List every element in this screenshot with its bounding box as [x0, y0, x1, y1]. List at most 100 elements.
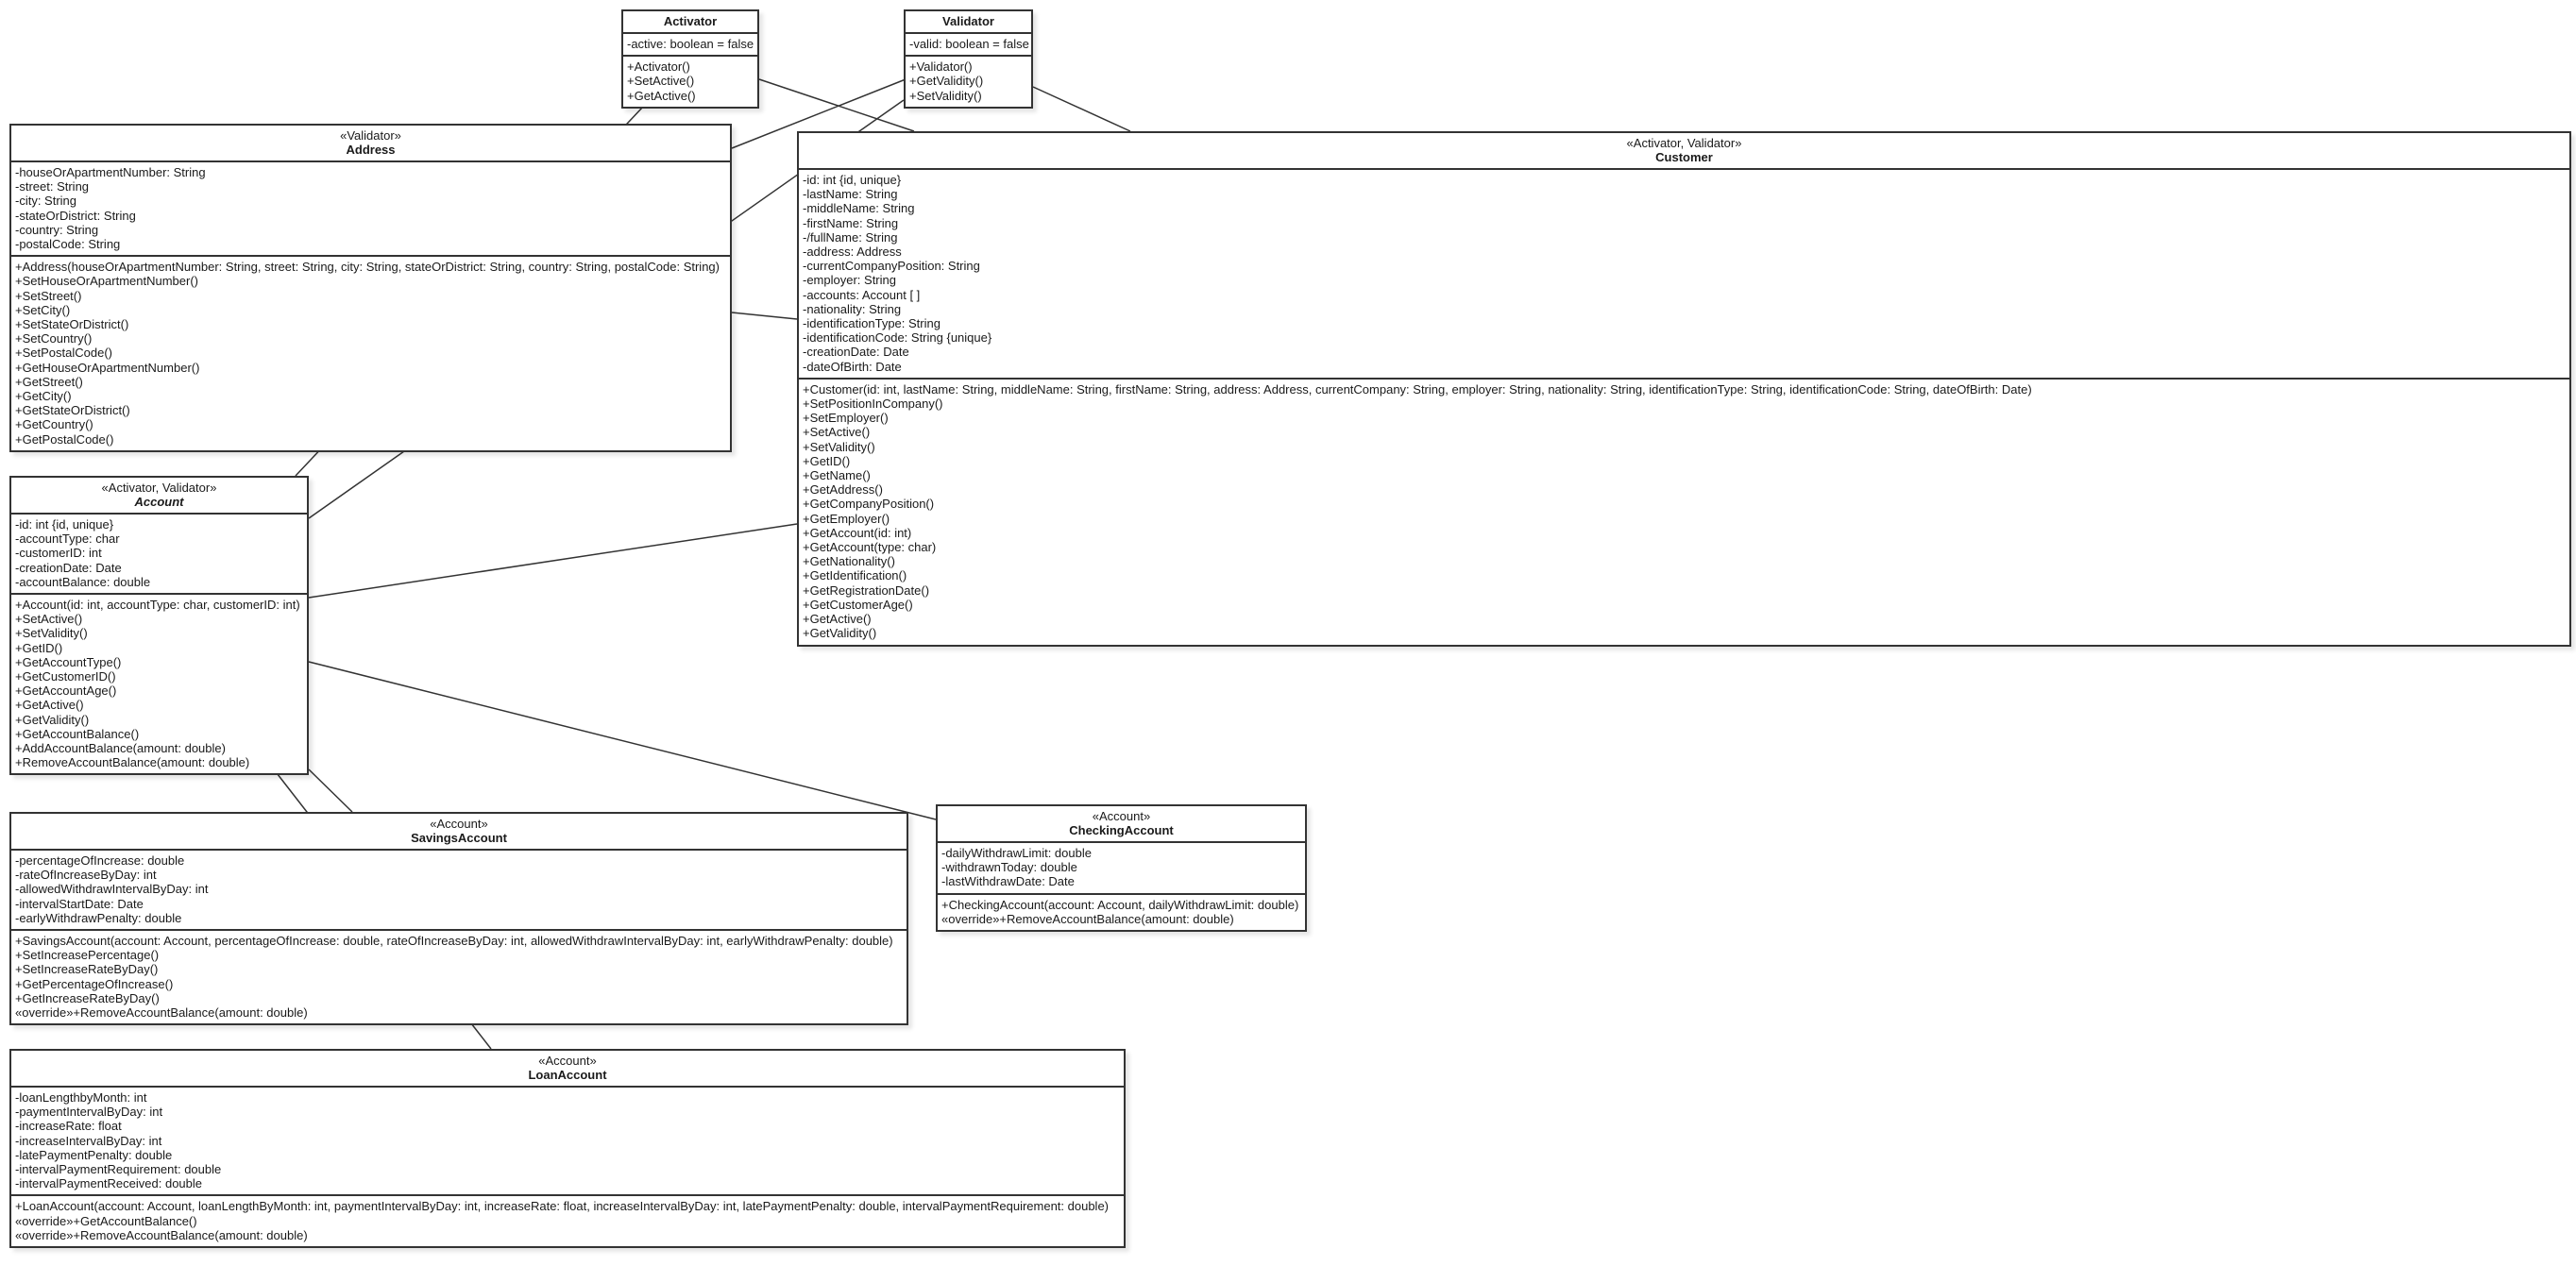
class-box-savings[interactable]: «Account»SavingsAccount-percentageOfIncr… — [9, 812, 908, 1026]
class-operation: +GetActive() — [627, 88, 696, 103]
class-operation: +GetCity() — [15, 389, 72, 404]
class-operation: +GetValidity() — [803, 626, 877, 641]
class-operation: +GetAccountType() — [15, 654, 122, 669]
class-operation: +SavingsAccount(account: Account, percen… — [15, 934, 893, 949]
connector-account-checking[interactable] — [308, 661, 937, 820]
class-attribute: -intervalPaymentRequirement: double — [15, 1162, 222, 1177]
class-attribute: -address: Address — [803, 245, 902, 260]
class-attribute: -accountBalance: double — [15, 574, 151, 589]
class-attribute: -active: boolean = false — [627, 37, 754, 51]
connector-validator-customer[interactable] — [1032, 86, 1131, 132]
class-operation: +Address(houseOrApartmentNumber: String,… — [15, 260, 720, 275]
class-name: Account — [134, 495, 184, 509]
class-attribute: -creationDate: Date — [15, 560, 122, 575]
class-operation: +GetName() — [803, 468, 871, 483]
class-attribute: -nationality: String — [803, 301, 902, 316]
class-operation: «override»+GetAccountBalance() — [15, 1213, 197, 1228]
class-operation: +GetEmployer() — [803, 511, 890, 526]
class-stereotype: «Activator, Validator» — [1626, 136, 1742, 150]
class-attribute: -houseOrApartmentNumber: String — [15, 165, 206, 179]
class-operation: +GetIdentification() — [803, 568, 907, 583]
class-box-address[interactable]: «Validator»Address -houseOrApartmentNumbe… — [9, 124, 732, 452]
class-operation: +SetValidity() — [15, 626, 88, 641]
class-attributes-compartment: -active: boolean = false — [623, 34, 757, 58]
class-operation: +GetStateOrDistrict() — [15, 403, 130, 418]
class-attribute: -firstName: String — [803, 215, 899, 230]
class-attribute: -currentCompanyPosition: String — [803, 259, 980, 274]
class-operation: +AddAccountBalance(amount: double) — [15, 741, 226, 756]
class-attribute: -middleName: String — [803, 201, 915, 216]
class-operations-compartment: +Account(id: int, accountType: char, cus… — [11, 595, 307, 773]
class-box-activator[interactable]: Activator -active: boolean = false +Activa… — [621, 9, 759, 109]
class-attributes-compartment: -valid: boolean = false — [906, 34, 1031, 58]
class-attribute: -intervalPaymentReceived: double — [15, 1176, 202, 1191]
class-box-customer[interactable]: «Activator, Validator»Customer-id: int {… — [797, 131, 2571, 647]
class-operation: +SetCity() — [15, 302, 71, 317]
class-attributes-compartment: -id: int {id, unique}-accountType: char-… — [11, 515, 307, 596]
class-stereotype: «Account» — [538, 1054, 597, 1068]
connector-address-customer[interactable] — [731, 312, 798, 320]
class-operation: +GetHouseOrApartmentNumber() — [15, 360, 200, 375]
class-operation: +SetStateOrDistrict() — [15, 317, 129, 332]
class-operation: +RemoveAccountBalance(amount: double) — [15, 755, 250, 770]
class-operation: +GetAddress() — [803, 482, 883, 498]
class-attribute: -loanLengthbyMonth: int — [15, 1090, 147, 1105]
class-operation: +SetValidity() — [803, 439, 875, 454]
class-box-checking[interactable]: «Account»CheckingAccount-dailyWithdrawLi… — [936, 804, 1307, 933]
class-operation: +Customer(id: int, lastName: String, mid… — [803, 381, 2032, 397]
class-attribute: -lastName: String — [803, 187, 898, 202]
class-attribute: -identificationCode: String {unique} — [803, 330, 992, 346]
class-operation: +SetValidity() — [909, 88, 982, 103]
class-operation: +GetActive() — [15, 698, 84, 713]
class-operation: +SetActive() — [803, 425, 871, 440]
class-operation: +GetPercentageOfIncrease() — [15, 976, 174, 991]
class-operation: +GetAccount(id: int) — [803, 525, 912, 540]
class-operation: +LoanAccount(account: Account, loanLengt… — [15, 1199, 1110, 1214]
class-operation: +GetRegistrationDate() — [803, 582, 930, 598]
class-stereotype: «Account» — [1092, 809, 1151, 823]
class-attribute: -id: int {id, unique} — [15, 517, 114, 532]
class-operation: +GetID() — [803, 453, 851, 468]
class-name: LoanAccount — [528, 1068, 607, 1082]
class-attribute: -accounts: Account [ ] — [803, 287, 921, 302]
class-operation: +GetCompanyPosition() — [803, 497, 935, 512]
class-header: «Activator, Validator»Customer — [799, 133, 2569, 170]
connector-account-customer[interactable] — [308, 523, 798, 599]
class-attribute: -dateOfBirth: Date — [803, 359, 902, 374]
class-stereotype: «Activator, Validator» — [101, 481, 217, 495]
class-operations-compartment: +SavingsAccount(account: Account, percen… — [11, 931, 907, 1023]
class-attribute: -increaseIntervalByDay: int — [15, 1133, 162, 1148]
class-operation: +GetIncreaseRateByDay() — [15, 990, 160, 1005]
class-box-loan[interactable]: «Account»LoanAccount -loanLengthbyMonth: … — [9, 1049, 1126, 1249]
class-attribute: -country: String — [15, 222, 99, 237]
class-operations-compartment: +Customer(id: int, lastName: String, mid… — [799, 380, 2569, 645]
class-attribute: -lastWithdrawDate: Date — [941, 874, 1075, 889]
class-box-account[interactable]: «Activator, Validator»Account -id: int {i… — [9, 476, 309, 776]
class-operation: +SetStreet() — [15, 288, 82, 303]
class-header: «Validator»Address — [11, 126, 730, 162]
class-header: «Account»SavingsAccount — [11, 814, 907, 851]
connector-account-savings[interactable] — [308, 768, 353, 813]
class-operation: +GetAccountBalance() — [15, 726, 140, 741]
class-operation: +SetHouseOrApartmentNumber() — [15, 274, 198, 289]
class-operations-compartment: +Validator()+GetValidity()+SetValidity() — [906, 57, 1031, 107]
class-operation: +Activator() — [627, 59, 690, 75]
class-attribute: -/fullName: String — [803, 229, 898, 245]
class-operation: +SetCountry() — [15, 331, 93, 346]
class-stereotype: «Validator» — [340, 128, 401, 143]
class-operation: «override»+RemoveAccountBalance(amount: … — [941, 911, 1234, 926]
class-attribute: -street: String — [15, 179, 90, 194]
class-attribute: -paymentIntervalByDay: int — [15, 1105, 163, 1120]
class-attributes-compartment: -percentageOfIncrease: double-rateOfIncr… — [11, 851, 907, 932]
connector-activator-customer[interactable] — [758, 78, 915, 132]
class-operation: +GetValidity() — [15, 712, 90, 727]
class-name: Activator — [663, 14, 718, 28]
class-operation: +SetEmployer() — [803, 411, 889, 426]
class-box-validator[interactable]: Validator-valid: boolean = false+Validat… — [904, 9, 1033, 109]
class-attribute: -customerID: int — [15, 546, 102, 561]
class-operation: +SetActive() — [627, 74, 695, 89]
class-attribute: -employer: String — [803, 273, 896, 288]
class-attribute: -latePaymentPenalty: double — [15, 1147, 173, 1162]
class-name: CheckingAccount — [1069, 823, 1174, 837]
